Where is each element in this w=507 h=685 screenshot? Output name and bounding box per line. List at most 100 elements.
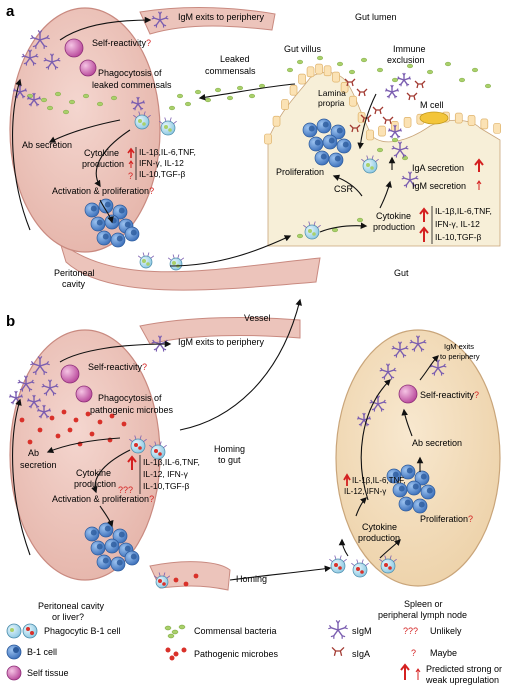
commensal-bacterium xyxy=(236,85,243,91)
m-cell xyxy=(419,111,449,125)
igm-antibody xyxy=(391,341,409,358)
cytokine-label-b-1: Cytokine xyxy=(76,468,111,478)
cytokine-list-b-2: IL-12, IFN-γ xyxy=(143,469,189,479)
immune-exclusion-label-2: exclusion xyxy=(387,55,425,65)
commensal-bacterium xyxy=(47,105,54,111)
leaked-commensals-label-1: Leaked xyxy=(220,54,250,64)
phagocytic-b1-cell xyxy=(167,254,185,271)
igm-antibody xyxy=(391,141,409,158)
b1-cell xyxy=(392,482,408,498)
pathogenic-microbe xyxy=(37,427,43,433)
vessel-b xyxy=(139,317,301,345)
epithelial-cell xyxy=(306,66,315,78)
legend-commensal-icon xyxy=(164,624,186,639)
legend-siga-label: sIgA xyxy=(352,649,370,659)
commensal-bacterium xyxy=(392,137,399,143)
self-tissue-cell-a1 xyxy=(64,38,84,58)
pathogenic-microbe xyxy=(173,577,179,583)
svg-text:?: ? xyxy=(128,171,133,181)
antibodies-b xyxy=(8,335,447,427)
igm-secretion-label: IgM secretion xyxy=(412,181,466,191)
epithelial-cell xyxy=(454,112,463,124)
phagocytosis-label-a-1: Phagocytosis of xyxy=(98,68,162,78)
legend-sigm-icon xyxy=(328,620,348,639)
b1-cell xyxy=(98,522,114,538)
arrows-a xyxy=(12,16,396,267)
proliferation-label-a: Proliferation xyxy=(276,167,324,177)
self-tissue-cell-a2 xyxy=(79,59,97,77)
b1-cell xyxy=(414,470,430,486)
epithelial-cell xyxy=(480,118,489,130)
gut-cytokine-label-1: Cytokine xyxy=(376,211,411,221)
spleen-ab-secretion-label: Ab secretion xyxy=(412,438,462,448)
cytokine-list-b-3: IL-10,TGF-β xyxy=(143,481,190,491)
commensal-bacterium xyxy=(377,147,384,153)
legend-unlikely-symbol: ??? xyxy=(403,626,418,636)
commensal-bacterium xyxy=(248,93,255,99)
phagocytosis-label-a-2: leaked commensals xyxy=(92,80,172,90)
pathogenic-microbe xyxy=(89,431,95,437)
b1-cell xyxy=(112,204,128,220)
b1-cell xyxy=(308,136,324,152)
peritoneal-label-b-2: or liver? xyxy=(52,612,84,622)
commensal-bacterium xyxy=(110,95,117,101)
unlikely-marks-b: ??? xyxy=(118,485,133,495)
b1-cell xyxy=(302,122,318,138)
gut-cytokine-list-3: IL-10,TGF-β xyxy=(435,232,482,242)
b1-cell xyxy=(112,528,128,544)
b1-cell xyxy=(96,230,112,246)
self-reactivity-label-a: Self-reactivity? xyxy=(92,38,151,48)
commensal-bacterium xyxy=(407,63,414,69)
igm-antibody xyxy=(396,72,412,87)
iga-antibody xyxy=(349,124,361,133)
pathogenic-microbes-b xyxy=(19,409,199,587)
spleen-label-1: Spleen or xyxy=(404,599,443,609)
vessel-label: Vessel xyxy=(244,313,271,323)
commensal-bacteria-a xyxy=(27,55,492,239)
cytokine-list-a-2: IFN-γ, IL-12 xyxy=(139,158,184,168)
gut-cytokine-list-2: IFN-γ, IL-12 xyxy=(435,219,480,229)
legend-pathogen-icon xyxy=(165,647,187,661)
peritoneal-cavity-a xyxy=(9,7,161,253)
igm-antibody xyxy=(21,49,39,66)
pathogenic-microbe xyxy=(19,417,25,423)
b1-cell xyxy=(398,496,414,512)
igm-antibody xyxy=(328,620,348,639)
phagocytic-b1-cell xyxy=(133,111,151,130)
cytokine-list-a-1: IL-1β,IL-6,TNF, xyxy=(139,147,196,157)
legend-upregulation-arrows-icon xyxy=(400,663,421,680)
cytokine-label-a-2: production xyxy=(82,159,124,169)
legend-b1-cell-icon xyxy=(6,644,22,660)
b1-cell-cluster-cavity-a xyxy=(84,198,140,248)
pathogenic-microbe xyxy=(49,415,55,421)
epithelial-cell xyxy=(264,133,272,145)
commensal-bacterium xyxy=(427,69,434,75)
b1-cell xyxy=(110,232,126,248)
commensal-bacterium xyxy=(41,97,48,103)
phagocytic-b1-cell xyxy=(303,221,321,240)
epithelial-cell xyxy=(493,123,501,134)
legend-predicted-label-2: weak upregulation xyxy=(425,675,499,685)
iga-antibody xyxy=(356,88,368,97)
legend-sigm-label: sIgM xyxy=(352,626,372,636)
cytokine-list-a-3: IL-10,TGF-β xyxy=(139,169,186,179)
iga-antibody xyxy=(406,92,418,101)
homing-to-gut-label-2: to gut xyxy=(218,455,241,465)
phagocytic-b1-cells-a xyxy=(133,111,379,271)
legend-phagocytic-label: Phagocytic B-1 cell xyxy=(44,626,121,636)
commensal-bacterium xyxy=(55,91,62,97)
phagocytic-b1-cell xyxy=(329,555,347,574)
phagocytic-b1-cell xyxy=(153,572,171,589)
epithelial-cell xyxy=(467,115,476,126)
epithelial-cell xyxy=(281,99,289,110)
pathogenic-microbe xyxy=(183,581,189,587)
b1-cell xyxy=(386,468,402,484)
phagocytic-b1-cell xyxy=(129,435,147,454)
spleen-cytokine-mark xyxy=(343,473,351,486)
spleen-label-2: peripheral lymph node xyxy=(378,610,467,620)
commensal-bacterium xyxy=(317,55,324,61)
iga-antibody xyxy=(344,78,356,87)
commensal-bacterium xyxy=(332,227,339,233)
epithelial-cell xyxy=(366,129,374,141)
legend: Phagocytic B-1 cell B-1 cell Self tissue… xyxy=(6,620,502,685)
